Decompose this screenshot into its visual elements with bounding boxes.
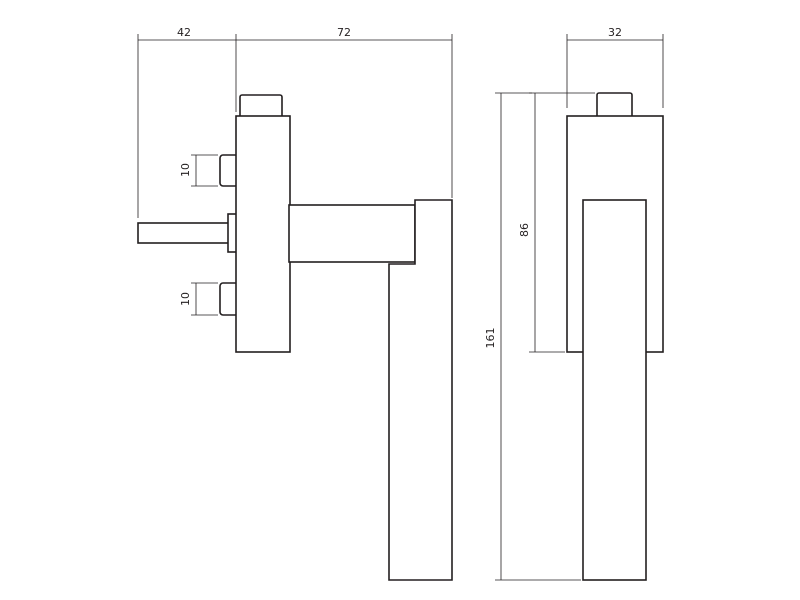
dim-10-top-label: 10 — [179, 163, 192, 177]
dim-42-label: 42 — [177, 26, 191, 39]
rose-plate — [235, 115, 291, 353]
dim-72-label: 72 — [337, 26, 351, 39]
side-view-dimensions: 42 72 10 10 — [137, 26, 453, 316]
front-view-dimensions: 32 86 161 — [484, 26, 664, 581]
handle-lever — [388, 199, 453, 581]
spindle — [137, 222, 231, 244]
side-view — [137, 94, 453, 581]
dim-10-bottom-label: 10 — [179, 292, 192, 306]
dim-161-label: 161 — [484, 328, 497, 349]
dim-86-label: 86 — [518, 223, 531, 237]
handle-front — [582, 199, 647, 581]
lock-button-front — [596, 92, 633, 119]
dim-32-label: 32 — [608, 26, 622, 39]
handle-neck — [288, 204, 416, 263]
front-view — [566, 92, 664, 581]
